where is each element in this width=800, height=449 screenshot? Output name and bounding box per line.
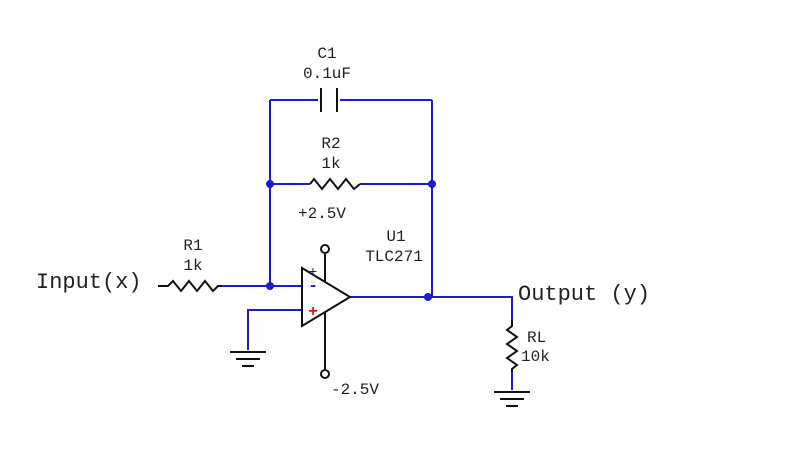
r1-ref-label: R1 — [183, 237, 202, 255]
negative-supply-terminal — [320, 369, 330, 379]
u1-ref-label: U1 — [386, 228, 405, 246]
junction-dot — [266, 180, 274, 188]
input-port-label: Input(x) — [36, 270, 142, 295]
ground-symbol-noninv — [230, 351, 266, 367]
op-amp-u1 — [301, 244, 352, 379]
r1-value-label: 1k — [183, 257, 202, 275]
opamp-inverting-sign: - — [308, 277, 318, 295]
capacitor-c1 — [320, 88, 338, 112]
resistor-r2 — [309, 177, 361, 191]
r2-ref-label: R2 — [321, 135, 340, 153]
junction-dot — [266, 282, 274, 290]
rl-ref-label: RL — [527, 329, 546, 347]
resistor-r1 — [158, 279, 222, 293]
positive-supply-label: +2.5V — [298, 205, 346, 223]
resistor-rl — [505, 320, 519, 372]
rl-value-label: 10k — [521, 348, 550, 366]
wire-noninv-ground — [247, 309, 302, 350]
wire-output — [350, 296, 513, 320]
c1-ref-label: C1 — [317, 45, 336, 63]
junction-dot — [428, 180, 436, 188]
wires — [222, 99, 513, 390]
r2-value-label: 1k — [321, 155, 340, 173]
positive-supply-terminal — [320, 244, 330, 254]
ground-symbol-load — [494, 391, 530, 407]
u1-value-label: TLC271 — [365, 248, 423, 266]
op-amp-triangle — [301, 266, 352, 328]
junctions — [266, 180, 436, 301]
negative-supply-label: -2.5V — [331, 381, 379, 399]
junction-dot — [424, 293, 432, 301]
opamp-supply-plus-sign: + — [309, 265, 317, 281]
output-port-label: Output (y) — [518, 282, 650, 307]
opamp-noninverting-sign: + — [308, 303, 318, 321]
c1-value-label: 0.1uF — [303, 65, 351, 83]
